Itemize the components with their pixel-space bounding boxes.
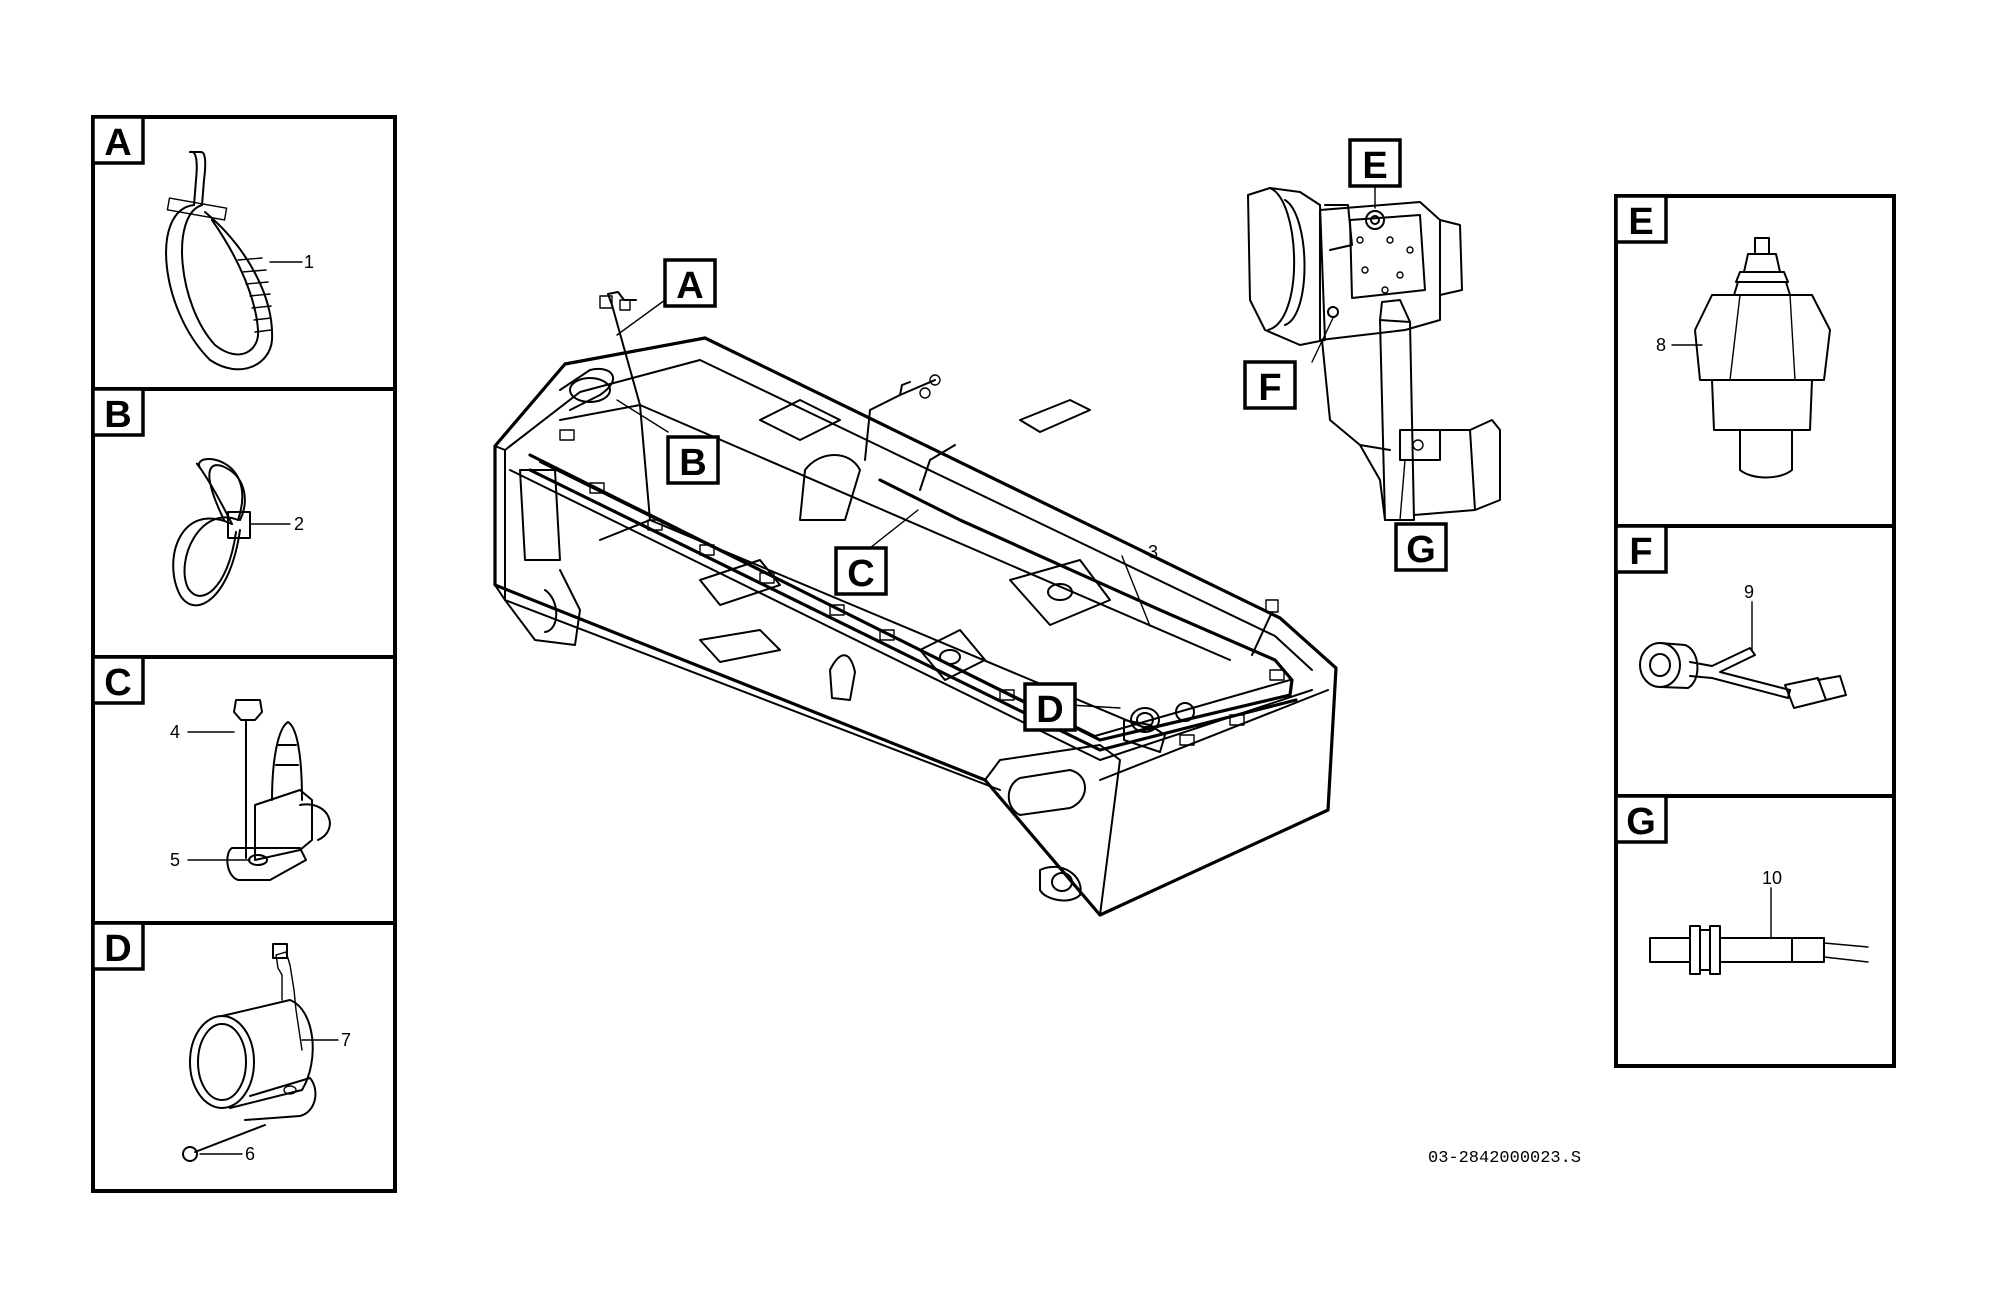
pressure-switch-drawing [1639,601,1847,709]
callout-g: G [1394,522,1448,572]
panel-e: E 8 [1614,194,1896,528]
part-number-10: 10 [1762,868,1782,888]
svg-text:D: D [1036,689,1063,731]
svg-text:F: F [1258,367,1281,409]
callout-f: F [1243,360,1297,410]
clip-bracket-drawing [226,699,331,881]
part-number-7: 7 [341,1030,351,1050]
temperature-sender-drawing [1694,237,1831,479]
panel-f-label: F [1629,531,1652,573]
double-loop-tie-drawing [172,457,251,607]
svg-text:A: A [676,265,703,307]
callout-a: A [663,258,717,308]
callout-c: C [834,546,888,596]
callout-leaders [616,184,1406,709]
sensor-clamp-drawing [182,943,317,1162]
svg-text:C: C [847,553,874,595]
part-number-9: 9 [1744,582,1754,602]
panel-a: A 1 [91,115,397,391]
panel-d: D 7 6 [91,921,397,1193]
svg-text:E: E [1362,145,1387,187]
callout-e: E [1348,138,1402,188]
part-number-1: 1 [304,252,314,272]
speed-sensor-drawing [1649,887,1869,975]
panel-b-label: B [104,394,131,436]
panel-c: C 4 5 [91,655,397,925]
panel-f: F 9 [1614,524,1896,798]
cable-tie-loop-drawing [165,150,274,371]
part-number-8: 8 [1656,335,1666,355]
panel-e-label: E [1628,201,1653,243]
harness-number-3: 3 [1148,542,1158,562]
panel-b: B 2 [91,387,397,659]
part-number-6: 6 [245,1144,255,1164]
callout-b: B [666,435,720,485]
drawing-reference-code: 03-2842000023.S [1428,1149,1581,1168]
panel-c-label: C [104,662,131,704]
part-number-4: 4 [170,722,180,742]
callout-d: D [1023,682,1077,732]
transmission-assembly-drawing [1247,187,1501,521]
part-number-5: 5 [170,850,180,870]
part-number-2: 2 [294,514,304,534]
panel-a-label: A [104,122,131,164]
panel-g: G 10 [1614,794,1896,1068]
panel-g-label: G [1626,801,1656,843]
panel-d-label: D [104,928,131,970]
svg-text:G: G [1406,529,1436,571]
svg-text:B: B [679,442,706,484]
chassis-frame-drawing [493,291,1338,917]
